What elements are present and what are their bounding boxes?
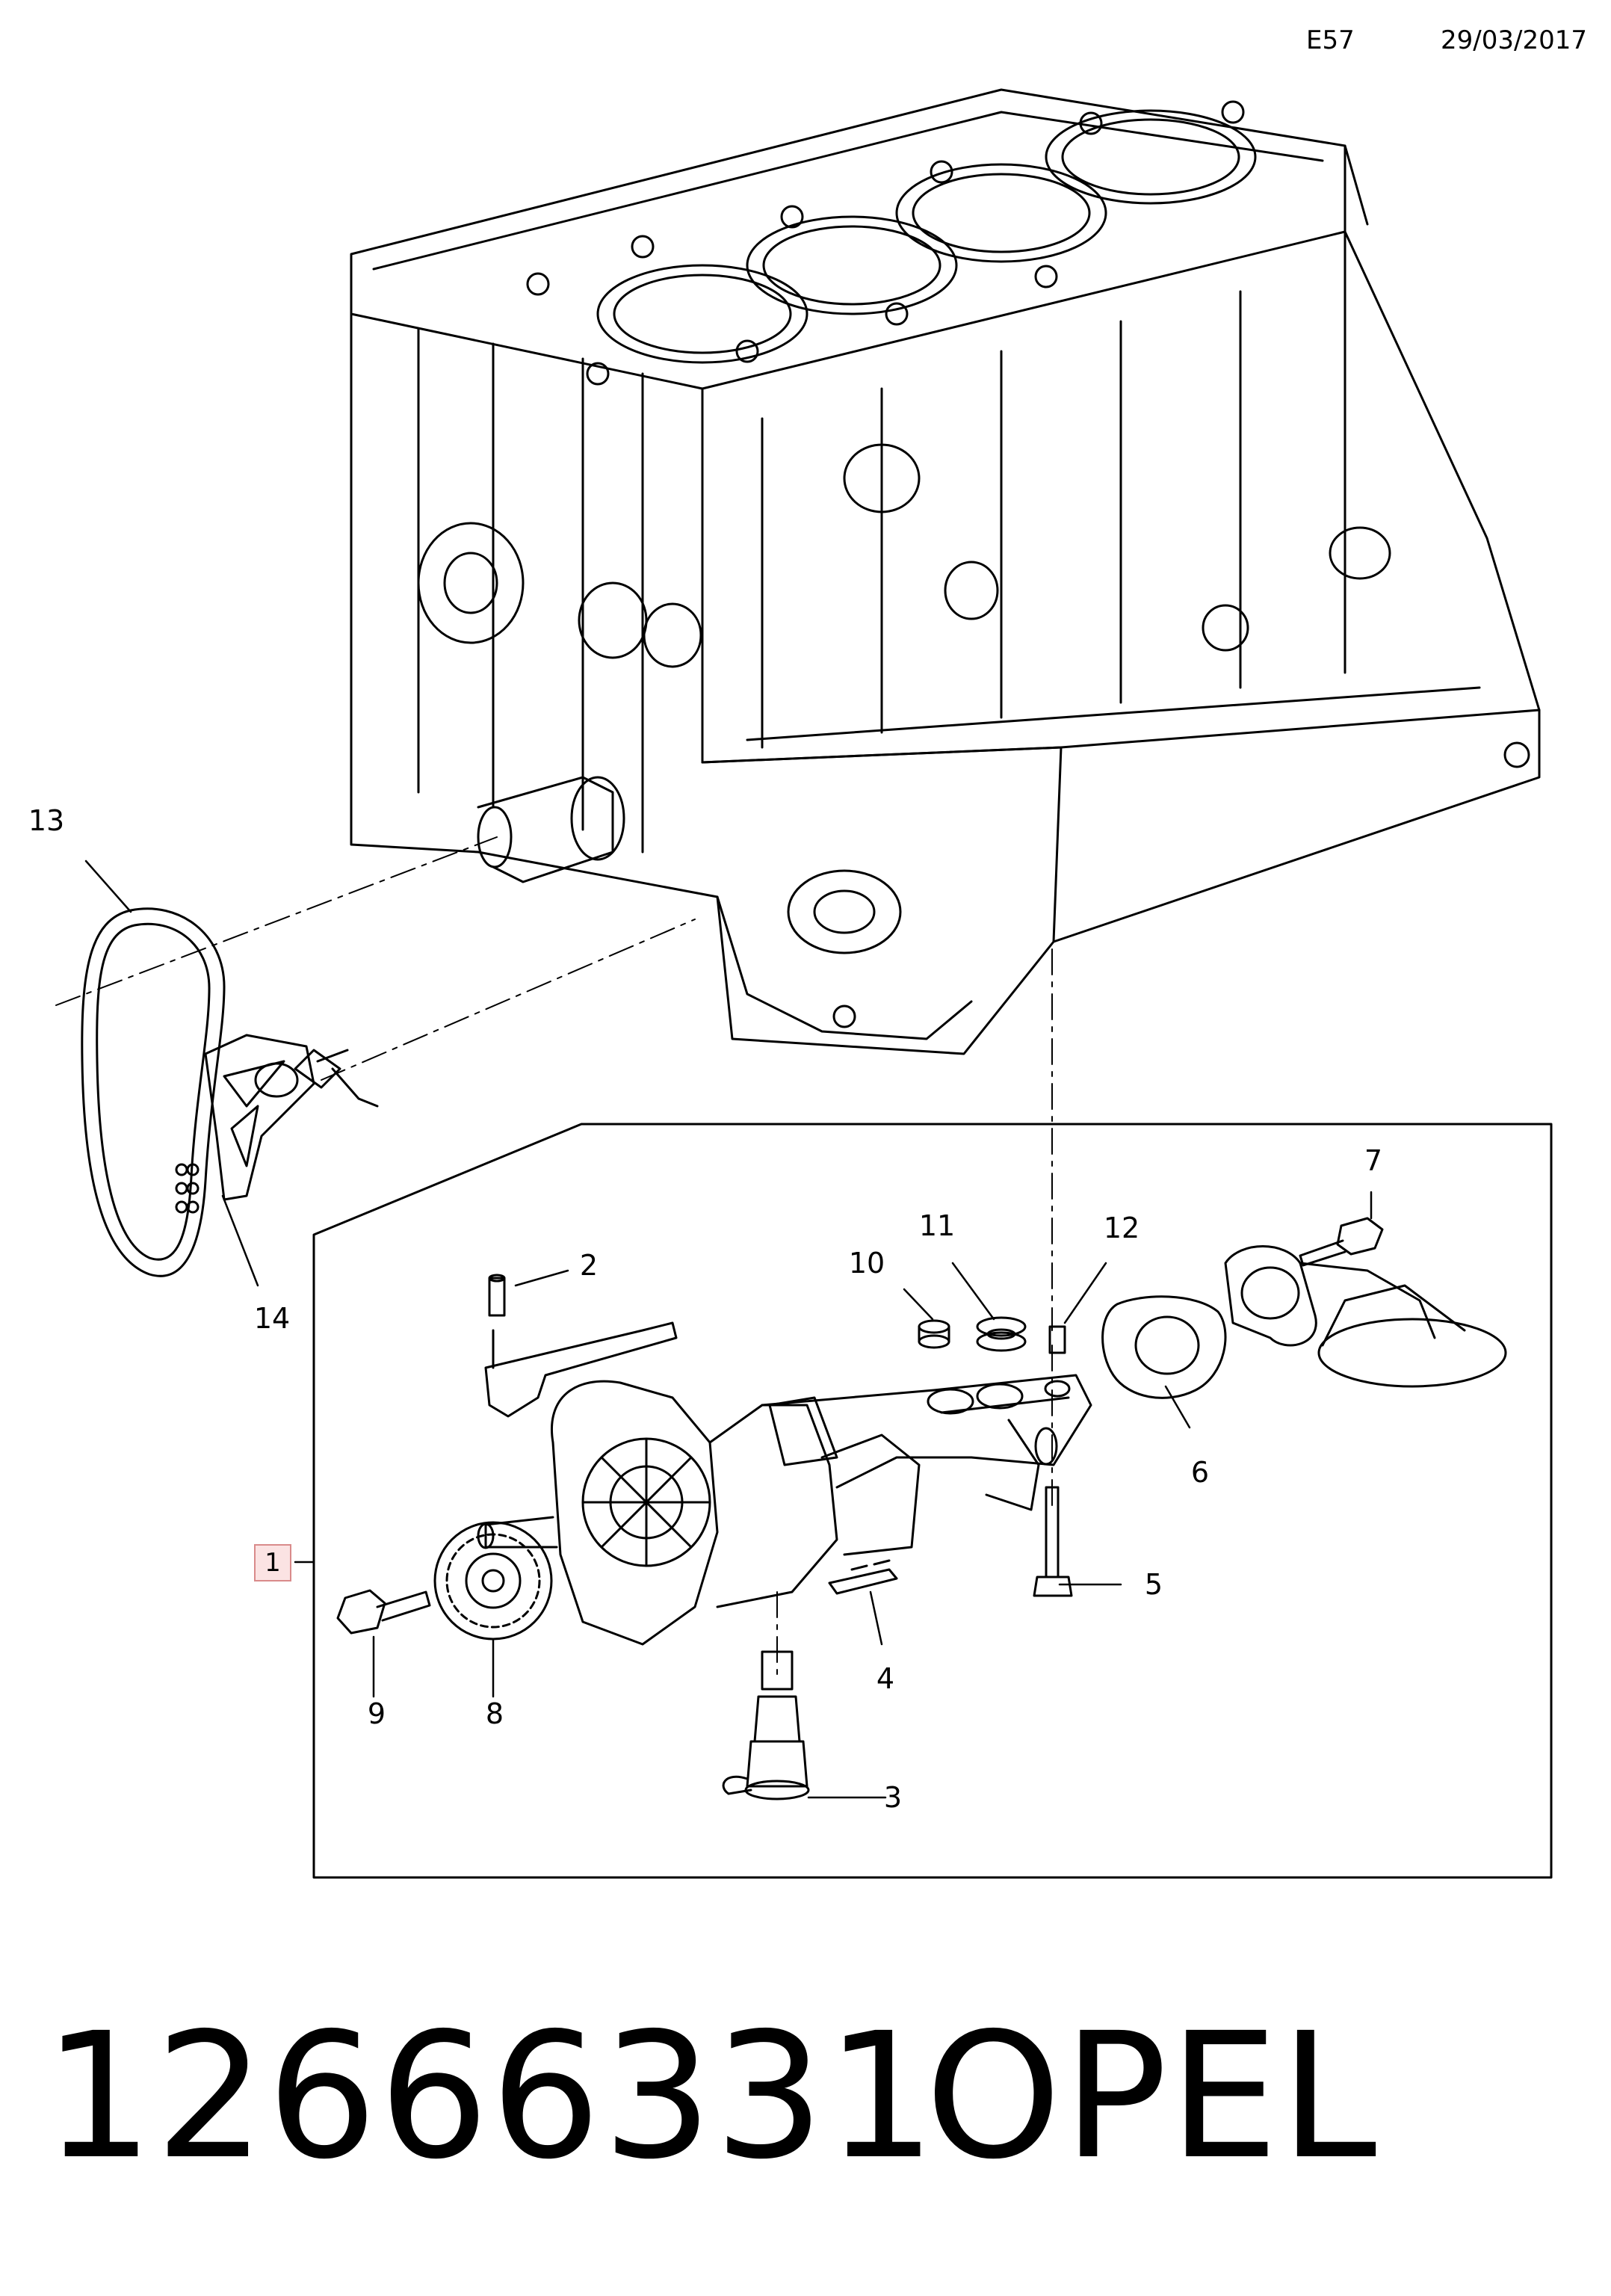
pickup-gasket [1101,1295,1227,1399]
leader-lines [84,860,1373,1799]
brand-name: OPEL [925,1996,1379,2197]
oil-pump-housing [477,1321,1092,1646]
o-ring-large [976,1316,1027,1352]
timing-chain [81,907,226,1277]
pickup-bolt [1299,1217,1384,1267]
retaining-clip [828,1559,898,1595]
pump-sprocket [433,1521,553,1641]
callout-13: 13 [28,804,65,837]
callout-3: 3 [883,1781,903,1814]
pump-mounting-bolt [1033,1486,1073,1597]
callout-4: 4 [876,1662,895,1695]
callout-11: 11 [918,1209,956,1242]
callout-1-kit-assembly: 1 [254,1544,291,1581]
callout-12: 12 [1103,1212,1140,1244]
sleeve [1048,1325,1066,1354]
engine-block [350,88,1541,1055]
callout-6: 6 [1190,1456,1210,1489]
chain-tensioner [204,1034,379,1201]
dowel-pin [488,1274,506,1317]
callout-7: 7 [1364,1144,1383,1177]
control-valve [722,1650,810,1800]
diagram-code: E57 [1306,25,1355,55]
kit-frame [312,1123,1553,1879]
callout-10: 10 [848,1247,885,1280]
callout-8: 8 [485,1697,504,1730]
o-ring-small [918,1319,950,1349]
callout-9: 9 [367,1697,386,1730]
callout-14: 14 [253,1302,291,1335]
diagram-date: 29/03/2017 [1441,25,1587,55]
part-number: 12666331 [43,1996,938,2197]
sprocket-bolt [336,1589,431,1635]
callout-5: 5 [1144,1568,1163,1601]
exploded-parts-diagram [55,88,1553,1879]
oil-pickup-strainer [1224,1245,1507,1388]
callout-2: 2 [579,1249,599,1282]
assembly-centerlines [55,836,1053,1675]
